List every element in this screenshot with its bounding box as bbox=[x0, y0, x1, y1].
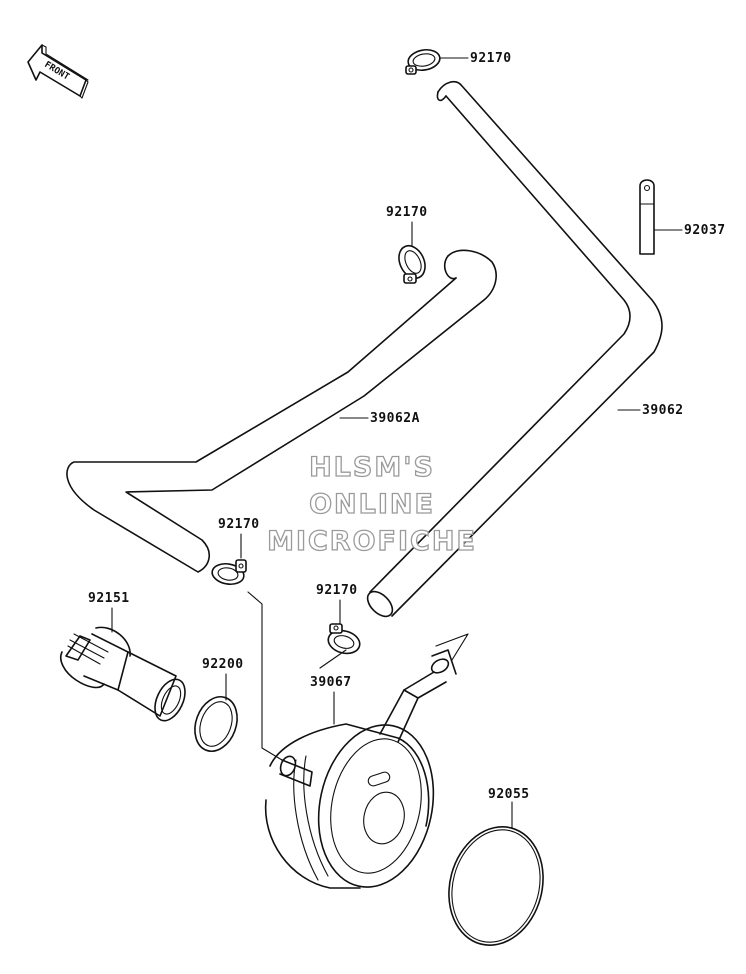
label-92200: 92200 bbox=[202, 657, 244, 672]
oil-cooler-39067 bbox=[264, 633, 469, 889]
o-ring-92055 bbox=[448, 826, 544, 946]
clamp-92170-right bbox=[319, 623, 361, 669]
label-92170-top: 92170 bbox=[470, 51, 512, 66]
front-arrow-icon: FRONT bbox=[27, 44, 89, 99]
fitting-92151 bbox=[60, 626, 186, 722]
label-39062A: 39062A bbox=[370, 411, 420, 426]
watermark-line-3: MICROFICHE bbox=[267, 526, 477, 557]
label-92037: 92037 bbox=[684, 223, 726, 238]
label-92170-right: 92170 bbox=[316, 583, 358, 598]
hose-39062A bbox=[66, 249, 497, 573]
strap-92037 bbox=[639, 179, 655, 255]
o-ring-92200 bbox=[194, 696, 238, 752]
label-92151: 92151 bbox=[88, 591, 130, 606]
clamp-92170-top bbox=[405, 48, 441, 75]
clamp-92170-lower bbox=[211, 559, 247, 586]
hose-39062 bbox=[366, 80, 663, 618]
watermark: HLSM'S ONLINE MICROFICHE bbox=[266, 451, 477, 557]
label-39067: 39067 bbox=[310, 675, 352, 690]
label-92170-lower: 92170 bbox=[218, 517, 260, 532]
label-39062: 39062 bbox=[642, 403, 684, 418]
clamp-92170-mid bbox=[398, 244, 426, 284]
watermark-line-1: HLSM'S bbox=[309, 452, 435, 483]
leader-lines bbox=[111, 57, 683, 829]
label-92055: 92055 bbox=[488, 787, 530, 802]
watermark-line-2: ONLINE bbox=[309, 489, 435, 520]
label-92170-mid: 92170 bbox=[386, 205, 428, 220]
